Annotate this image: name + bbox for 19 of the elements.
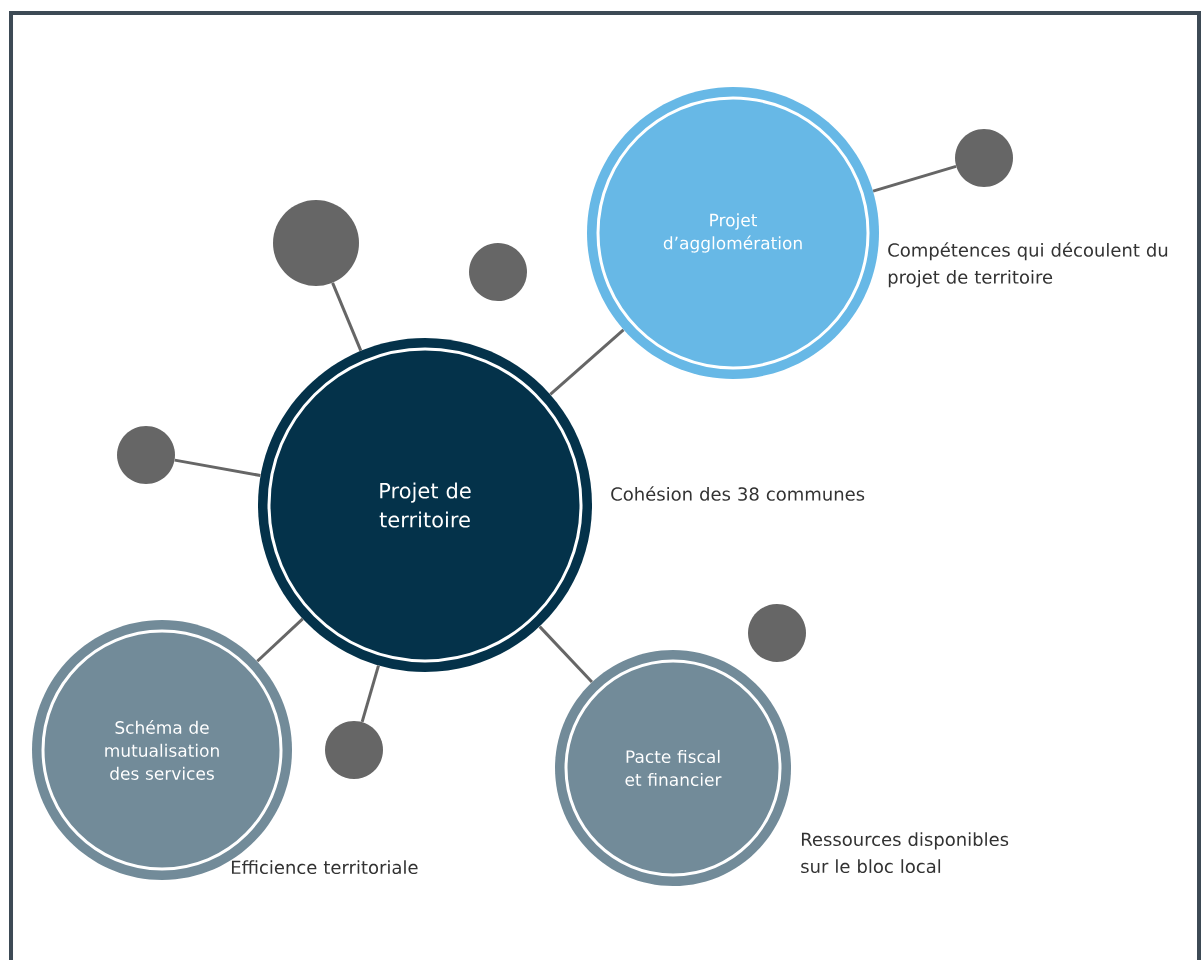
- caption-text: Compétences qui découlent du projet de territoire: [888, 242, 1168, 288]
- circle-node: Pacte fiscal et financier: [555, 650, 791, 886]
- connector-line: [331, 282, 363, 352]
- connector-line: [174, 458, 261, 477]
- dot: [748, 604, 806, 662]
- dot: [273, 200, 359, 286]
- connector-line: [360, 665, 380, 723]
- dot: [117, 426, 175, 484]
- connector-line: [872, 164, 957, 193]
- dot: [955, 129, 1013, 187]
- caption-text: Ressources disponibles sur le bloc local: [801, 832, 1009, 874]
- connector-line: [549, 328, 625, 396]
- connector-line: [256, 617, 304, 663]
- connector-line: [538, 625, 593, 684]
- circle-node: Projet de territoire: [258, 338, 592, 672]
- caption-text: Cohésion des 38 communes: [611, 486, 865, 501]
- dot: [325, 721, 383, 779]
- circle-node: Projet d’agglomération: [587, 87, 879, 379]
- dot: [469, 243, 527, 301]
